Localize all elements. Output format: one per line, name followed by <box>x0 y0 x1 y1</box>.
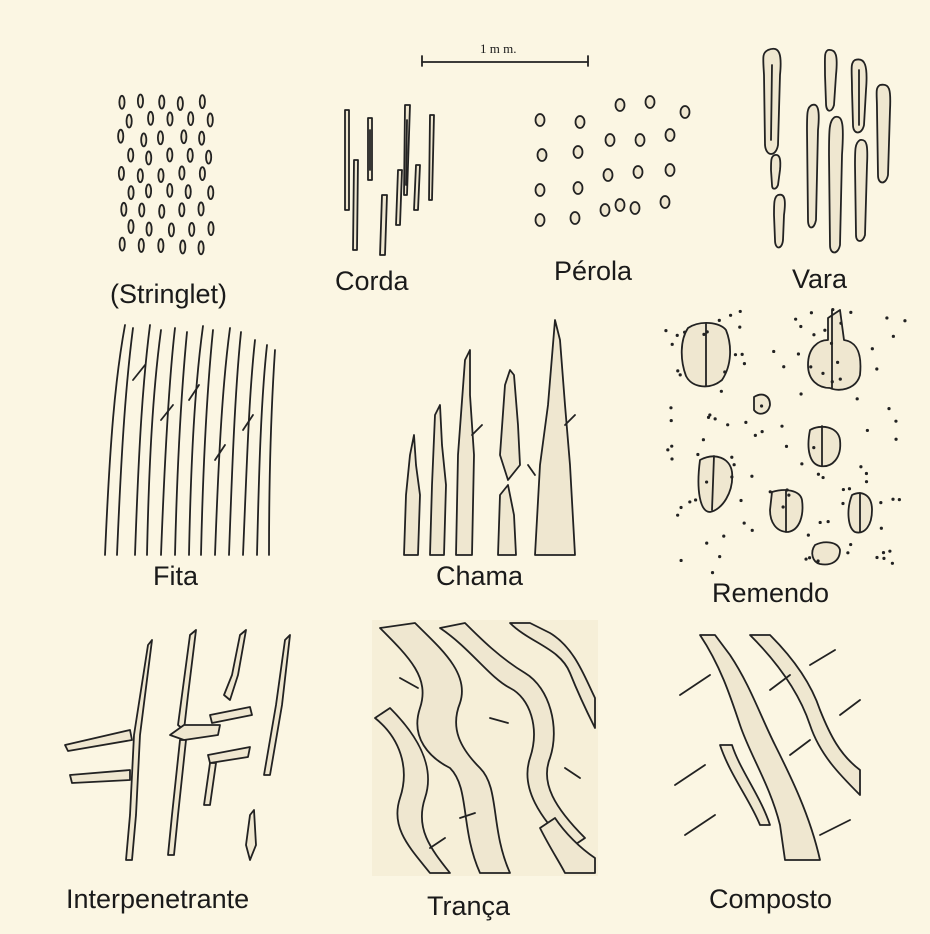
tranca-label: Trança <box>427 893 510 920</box>
corda-label: Corda <box>335 268 409 295</box>
corda-drawing <box>330 100 450 260</box>
vara-label: Vara <box>792 266 847 293</box>
perola-label: Pérola <box>554 258 632 285</box>
vara-drawing <box>750 45 900 265</box>
stringlet-label: (Stringlet) <box>110 281 227 308</box>
composto-label: Composto <box>709 886 832 913</box>
scale-bar: 1 m m. <box>420 40 590 70</box>
fita-drawing <box>95 320 285 560</box>
chama-drawing <box>390 315 590 560</box>
composto-drawing <box>660 625 870 865</box>
interpenetrante-label: Interpenetrante <box>66 886 249 913</box>
stringlet-drawing <box>110 90 220 270</box>
interpenetrante-drawing <box>60 615 300 865</box>
remendo-drawing <box>660 300 910 580</box>
chama-label: Chama <box>436 563 523 590</box>
remendo-label: Remendo <box>712 580 829 607</box>
fita-label: Fita <box>153 563 198 590</box>
scale-bar-label: 1 m m. <box>480 42 516 55</box>
perola-drawing <box>520 90 700 250</box>
tranca-drawing <box>370 618 600 878</box>
